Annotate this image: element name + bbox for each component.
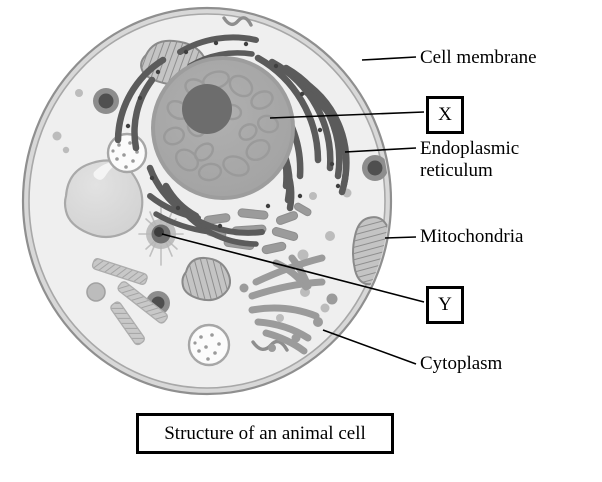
- leader-er: [344, 147, 417, 153]
- label-er-line2: reticulum: [420, 160, 493, 181]
- marker-y-box[interactable]: Y: [426, 286, 464, 324]
- leader-cytoplasm: [322, 329, 417, 365]
- label-er-line1: Endoplasmic: [420, 138, 520, 159]
- marker-y-text: Y: [438, 294, 452, 315]
- marker-x-box[interactable]: X: [426, 96, 464, 134]
- mitochondrion-right: [352, 216, 389, 286]
- label-endoplasmic-reticulum: Endoplasmic reticulum: [420, 138, 570, 182]
- leader-lines: [161, 56, 425, 365]
- caption-box: Structure of an animal cell: [136, 413, 394, 454]
- marker-x-text: X: [438, 104, 452, 125]
- nucleus: [151, 56, 295, 200]
- leader-y: [161, 233, 425, 303]
- label-cytoplasm: Cytoplasm: [420, 353, 503, 374]
- leader-x: [269, 111, 425, 119]
- label-cell-membrane: Cell membrane: [420, 47, 537, 68]
- peroxisome-upper: [106, 132, 148, 174]
- leader-mitochondria: [384, 236, 417, 239]
- lysosome-upper-left: [93, 88, 119, 114]
- lysosome-right: [362, 155, 388, 181]
- ribosomes: [125, 40, 341, 229]
- peroxisome-lower: [187, 323, 231, 367]
- golgi-vesicles: [239, 283, 338, 352]
- nucleolus: [182, 84, 232, 134]
- centrosome: [138, 202, 184, 266]
- golgi-apparatus: [248, 254, 326, 355]
- leader-cell-membrane: [361, 56, 417, 61]
- vesicles: [52, 89, 352, 322]
- microtubule-filaments: [91, 257, 168, 346]
- vacuole: [63, 159, 144, 239]
- mitochondrion-center: [181, 256, 231, 302]
- label-mitochondria: Mitochondria: [420, 226, 524, 247]
- caption-text: Structure of an animal cell: [164, 422, 366, 444]
